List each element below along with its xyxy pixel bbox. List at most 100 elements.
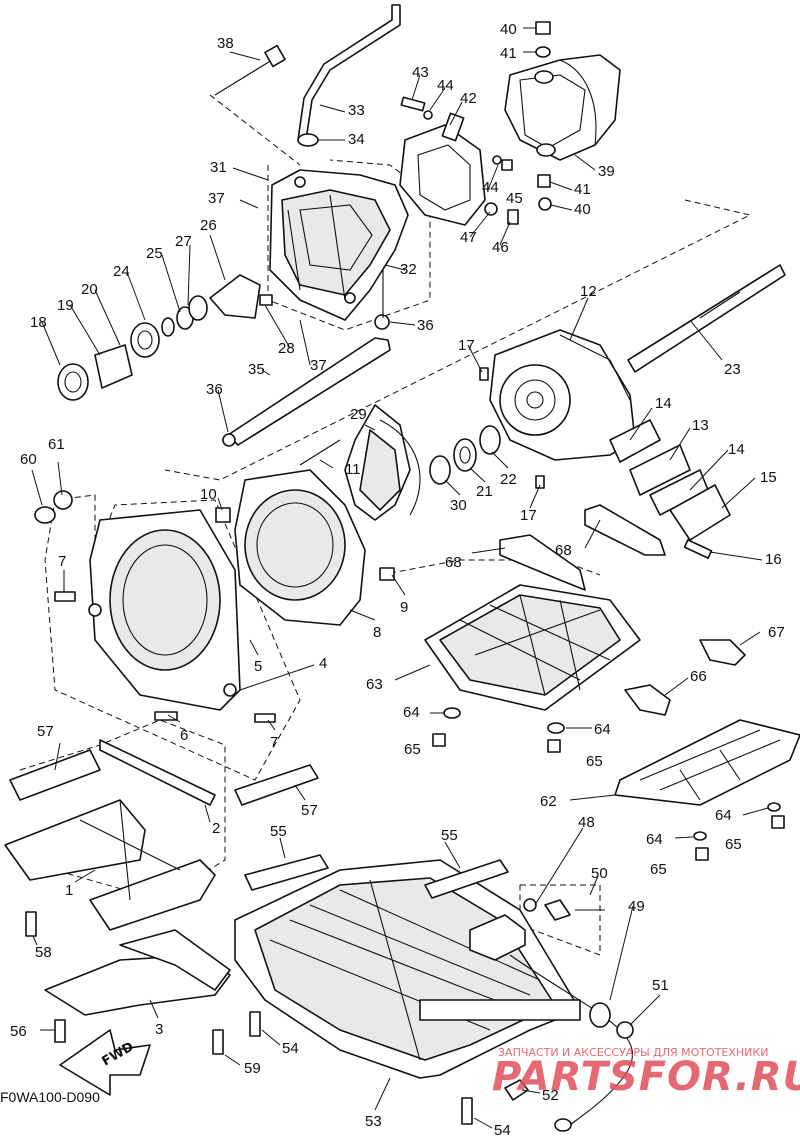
callout-64-d: 64 bbox=[646, 831, 663, 848]
callout-27: 27 bbox=[175, 233, 192, 250]
callout-26: 26 bbox=[200, 217, 217, 234]
callout-58: 58 bbox=[35, 944, 52, 961]
callout-57-right: 57 bbox=[301, 802, 318, 819]
callout-63: 63 bbox=[366, 676, 383, 693]
callout-60: 60 bbox=[20, 451, 37, 468]
callout-36-upper: 36 bbox=[417, 317, 434, 334]
cover-plate-13-15 bbox=[609, 419, 731, 559]
callout-40-lower: 40 bbox=[574, 201, 591, 218]
impeller-seals bbox=[429, 367, 545, 489]
callout-11: 11 bbox=[345, 461, 361, 478]
callout-4: 4 bbox=[319, 655, 327, 672]
callout-7-upper: 7 bbox=[58, 553, 66, 570]
callout-39: 39 bbox=[598, 163, 615, 180]
drive-shaft-23 bbox=[627, 264, 786, 373]
jet-nozzle-39 bbox=[504, 54, 621, 161]
callout-28: 28 bbox=[278, 340, 295, 357]
callout-47: 47 bbox=[460, 229, 477, 246]
callout-30: 30 bbox=[450, 497, 467, 514]
brackets-68 bbox=[499, 504, 666, 591]
callout-46: 46 bbox=[492, 239, 509, 256]
callout-24: 24 bbox=[113, 263, 130, 280]
steering-ring-42 bbox=[399, 112, 486, 226]
callout-35: 35 bbox=[248, 361, 265, 378]
callout-8: 8 bbox=[373, 624, 381, 641]
callout-54-right: 54 bbox=[494, 1122, 511, 1138]
intake-grate-4 bbox=[34, 490, 276, 723]
callout-2: 2 bbox=[212, 820, 220, 837]
callout-43: 43 bbox=[412, 64, 429, 81]
callout-17-lower: 17 bbox=[520, 507, 537, 524]
callout-65-d: 65 bbox=[650, 861, 667, 878]
callout-64-c: 64 bbox=[715, 807, 732, 824]
callout-25: 25 bbox=[146, 245, 163, 262]
callout-36-lower: 36 bbox=[206, 381, 223, 398]
leader-lines bbox=[31, 27, 769, 1129]
fwd-arrow: FWD bbox=[59, 1029, 151, 1096]
callout-44-lower: 44 bbox=[482, 179, 499, 196]
jet-housing-12 bbox=[489, 329, 636, 461]
callout-15: 15 bbox=[760, 469, 777, 486]
callout-53: 53 bbox=[365, 1113, 382, 1130]
callout-21: 21 bbox=[476, 483, 493, 500]
callout-54-left: 54 bbox=[282, 1040, 299, 1057]
callout-13: 13 bbox=[692, 417, 709, 434]
callout-61: 61 bbox=[48, 436, 65, 453]
callout-34: 34 bbox=[348, 131, 365, 148]
hose-35 bbox=[227, 337, 391, 446]
callout-52: 52 bbox=[542, 1087, 559, 1104]
diagram-code: F0WA100-D090 bbox=[0, 1089, 100, 1105]
callout-16: 16 bbox=[765, 551, 782, 568]
callout-48: 48 bbox=[578, 814, 595, 831]
callout-57-left: 57 bbox=[37, 723, 54, 740]
impeller-29 bbox=[344, 404, 421, 521]
callout-14-upper: 14 bbox=[655, 395, 672, 412]
callout-31: 31 bbox=[210, 159, 227, 176]
callout-41-upper: 41 bbox=[500, 45, 517, 62]
support-1-2-57 bbox=[4, 739, 319, 931]
callout-10: 10 bbox=[200, 486, 217, 503]
callout-67: 67 bbox=[768, 624, 785, 641]
part-number-callouts: 38 33 34 31 37 40 41 39 41 40 43 44 42 4… bbox=[10, 21, 785, 1138]
hose-33 bbox=[297, 4, 401, 141]
mounting-plate-63 bbox=[424, 584, 641, 711]
callout-68-left: 68 bbox=[445, 554, 462, 571]
callout-33: 33 bbox=[348, 102, 365, 119]
callout-5: 5 bbox=[254, 658, 262, 675]
watermark-tagline: ЗАПЧАСТИ И АКСЕССУАРЫ ДЛЯ МОТОТЕХНИКИ bbox=[498, 1046, 768, 1059]
watermark: ЗАПЧАСТИ И АКСЕССУАРЫ ДЛЯ МОТОТЕХНИКИ PA… bbox=[492, 1046, 800, 1100]
callout-64-a: 64 bbox=[403, 704, 420, 721]
callout-17-upper: 17 bbox=[458, 337, 475, 354]
callout-22: 22 bbox=[500, 471, 517, 488]
callout-18: 18 bbox=[30, 314, 47, 331]
duct-8 bbox=[215, 439, 395, 626]
speed-sensor-48-51 bbox=[469, 898, 634, 1132]
clamp-36-upper bbox=[374, 314, 390, 330]
callout-45: 45 bbox=[506, 190, 523, 207]
bolt-38 bbox=[214, 44, 286, 96]
callout-66: 66 bbox=[690, 668, 707, 685]
callout-6: 6 bbox=[180, 727, 188, 744]
washers-and-bolts-64-65 bbox=[432, 707, 785, 861]
plate-62-and-66-67 bbox=[614, 639, 800, 806]
clamp-36-lower bbox=[222, 433, 236, 447]
callout-65-b: 65 bbox=[586, 753, 603, 770]
callout-62: 62 bbox=[540, 793, 557, 810]
callout-14-lower: 14 bbox=[728, 441, 745, 458]
callout-12: 12 bbox=[580, 283, 597, 300]
callout-37-lower: 37 bbox=[310, 357, 327, 374]
callout-40-upper: 40 bbox=[500, 21, 517, 38]
bracket-55 bbox=[244, 854, 509, 899]
callout-29: 29 bbox=[350, 406, 367, 423]
hose-and-fittings bbox=[214, 4, 401, 447]
callout-55-left: 55 bbox=[270, 823, 287, 840]
callout-38: 38 bbox=[217, 35, 234, 52]
callout-19: 19 bbox=[57, 297, 74, 314]
bearing-stack bbox=[57, 274, 273, 401]
watermark-logo: PARTSFOR.RU bbox=[492, 1054, 800, 1100]
callout-55-right: 55 bbox=[441, 827, 458, 844]
callout-68-right: 68 bbox=[555, 542, 572, 559]
callout-44-upper: 44 bbox=[437, 77, 454, 94]
intake-housing-31 bbox=[269, 169, 409, 321]
